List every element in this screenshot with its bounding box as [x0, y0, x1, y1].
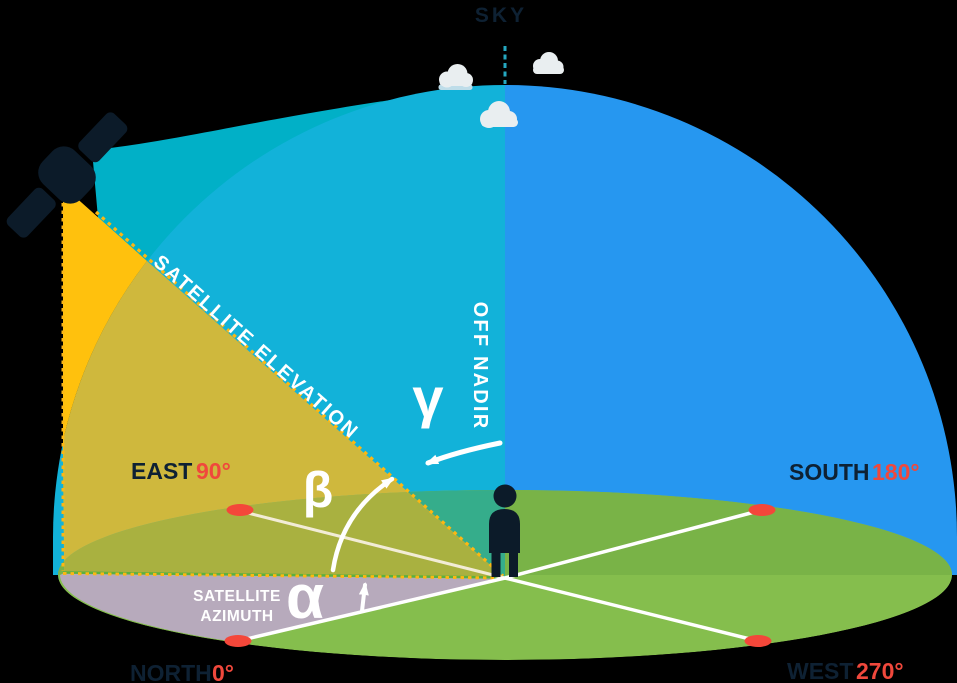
alpha-azimuth-arrow: [358, 582, 369, 613]
south-degrees: 180°: [872, 459, 920, 485]
north-line: [237, 576, 506, 643]
beta-symbol: β: [303, 462, 334, 518]
north-label: NORTH: [130, 660, 212, 683]
azimuth-ground-dotted-line: [62, 572, 505, 580]
alpha-symbol: α: [286, 563, 324, 632]
cloud-icon: [480, 101, 518, 128]
east-label: EAST: [131, 458, 192, 484]
satellite-azimuth-label-line2: AZIMUTH: [200, 608, 273, 625]
off-nadir-label: OFF NADIR: [469, 302, 491, 431]
west-degrees: 270°: [856, 658, 904, 683]
south-line: [504, 508, 763, 580]
line-of-sight-dotted-line: [94, 210, 505, 578]
elevation-wedge-outside-dome: [63, 186, 147, 561]
beta-elevation-arc-arrow: [330, 476, 395, 573]
cloud-icon: [533, 52, 564, 74]
sky-dome-south-half: [505, 85, 957, 580]
east-line: [239, 509, 506, 580]
elevation-wedge-in-dome: [64, 261, 408, 561]
elevation-wedge-on-ground: [64, 492, 505, 578]
north-marker: [224, 635, 252, 647]
foreground-mask: [0, 575, 957, 683]
west-marker: [744, 635, 772, 647]
south-label: SOUTH: [789, 459, 870, 485]
east-degrees: 90°: [196, 458, 231, 484]
sky-label: SKY: [475, 4, 527, 27]
satellite-azimuth-label-line1: SATELLITE: [193, 588, 281, 605]
person-icon: [489, 484, 520, 577]
cloud-icon: [438, 64, 473, 90]
west-label: WEST: [787, 658, 853, 683]
azimuth-sector: [60, 573, 505, 642]
satellite-icon: [6, 112, 128, 238]
gamma-off-nadir-arc-arrow: [425, 440, 503, 466]
gamma-symbol: γ: [412, 366, 443, 429]
south-marker: [748, 504, 776, 516]
west-line: [504, 576, 759, 643]
east-marker: [226, 504, 254, 516]
north-degrees: 0°: [212, 660, 234, 683]
